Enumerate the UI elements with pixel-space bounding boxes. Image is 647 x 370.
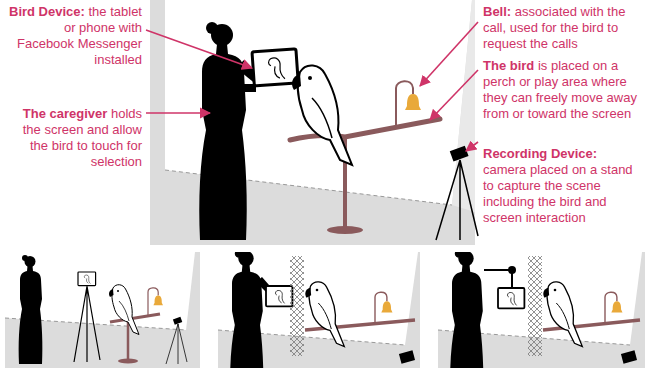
- callout-heading: Bell:: [483, 4, 511, 19]
- callout-heading: The bird: [483, 58, 534, 73]
- callout-label: Bird Device: the tablet or phone with Fa…: [5, 4, 142, 68]
- leader-line: [430, 70, 478, 120]
- leader-line: [146, 30, 252, 68]
- leader-lines: [146, 22, 478, 151]
- panel-one: [5, 252, 200, 368]
- leader-line: [466, 142, 478, 151]
- panel-two: [218, 252, 420, 368]
- callout-heading: Bird Device:: [9, 4, 85, 19]
- leader-line: [420, 22, 478, 86]
- main-scene: [150, 0, 478, 245]
- callout-label: The caregiver holds the screen and allow…: [5, 106, 142, 170]
- callout-heading: Recording Device:: [483, 146, 597, 161]
- callout-label: Bell: associated with the call, used for…: [483, 4, 643, 52]
- callout-label: Recording Device: camera placed on a sta…: [483, 146, 643, 226]
- panel-three: [438, 252, 645, 368]
- callout-label: The bird is placed on a perch or play ar…: [483, 58, 643, 122]
- leader-line: [146, 112, 210, 114]
- callout-body: camera placed on a stand to capture the …: [483, 162, 633, 225]
- callout-heading: The caregiver: [23, 106, 108, 121]
